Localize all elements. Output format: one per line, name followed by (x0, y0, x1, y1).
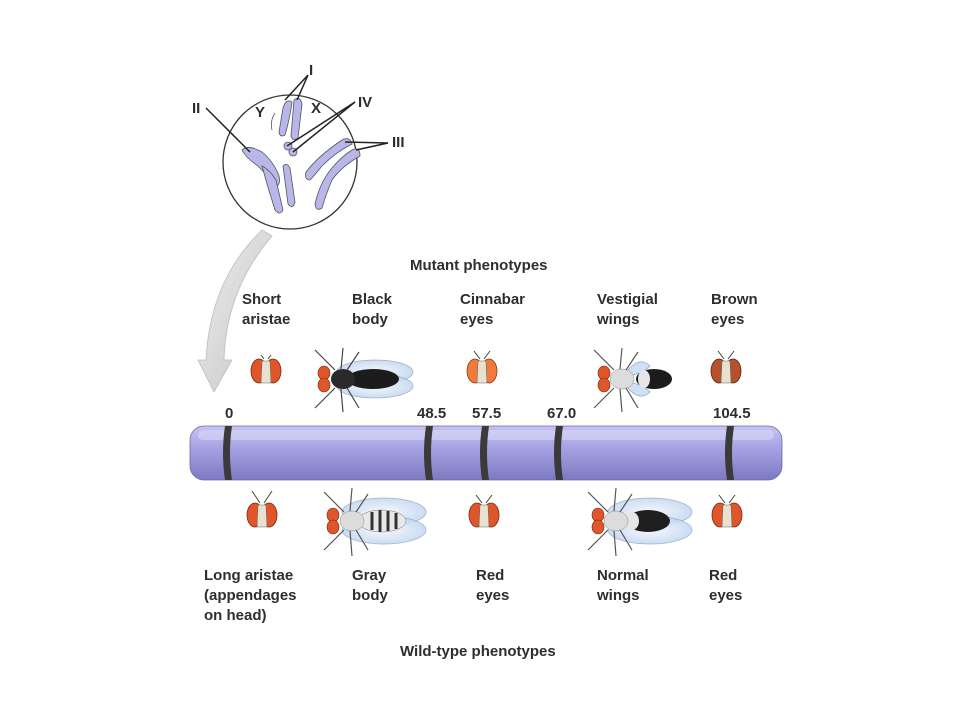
fly-head-short-aristae-icon (250, 354, 282, 384)
karyotype-circle (205, 74, 389, 230)
locus-position: 48.5 (417, 405, 447, 422)
fly-head-red-eyes-icon (468, 494, 500, 528)
mutant-phenotypes-heading: Mutant phenotypes (410, 257, 548, 274)
mutant-label-cinnabar-eyes: Cinnabar eyes (460, 291, 526, 328)
wild-label-red-eyes-2: Red eyes (709, 567, 743, 604)
fly-head-red-eyes-icon (711, 494, 743, 528)
locus-band (725, 426, 734, 480)
locus-band (424, 426, 433, 480)
fly-gray-body-icon (323, 487, 427, 557)
label-chromosome-iv: IV (358, 94, 373, 111)
locus-band (554, 426, 563, 480)
fly-black-body-icon (314, 347, 414, 413)
label-chromosome-ii: II (192, 100, 201, 117)
locus-position: 67.0 (547, 405, 577, 422)
wild-type-phenotypes-heading: Wild-type phenotypes (400, 643, 556, 660)
fly-normal-wings-icon (587, 487, 693, 557)
mutant-label-brown-eyes: Brown eyes (711, 291, 758, 328)
label-chromosome-iii: III (392, 134, 405, 151)
fly-head-brown-eyes-icon (710, 350, 742, 384)
mutant-label-black-body: Black body (352, 291, 393, 328)
wild-label-red-eyes: Red eyes (476, 567, 510, 604)
wild-label-gray-body: Gray body (352, 567, 388, 604)
label-chromosome-x: X (311, 100, 322, 117)
wild-label-normal-wings: Normal wings (597, 567, 649, 604)
mutant-label-short-aristae: Short aristae (242, 291, 291, 328)
locus-band (480, 426, 489, 480)
fly-vestigial-wings-icon (593, 347, 672, 413)
locus-position: 0 (225, 405, 234, 422)
label-chromosome-y: Y (255, 104, 266, 121)
wild-label-long-aristae: Long aristae (appendages on head) (204, 567, 297, 624)
chromosome-map-bar (189, 425, 783, 481)
locus-position: 104.5 (713, 405, 751, 422)
locus-position: 57.5 (472, 405, 502, 422)
fly-head-cinnabar-eyes-icon (466, 350, 498, 384)
zoom-arrow-icon (197, 229, 273, 393)
locus-band (223, 426, 232, 480)
chromosome-y-icon (278, 100, 293, 137)
mutant-label-vestigial-wings: Vestigial wings (597, 291, 658, 328)
label-chromosome-i: I (309, 62, 314, 79)
fly-head-long-aristae-icon (246, 490, 278, 528)
